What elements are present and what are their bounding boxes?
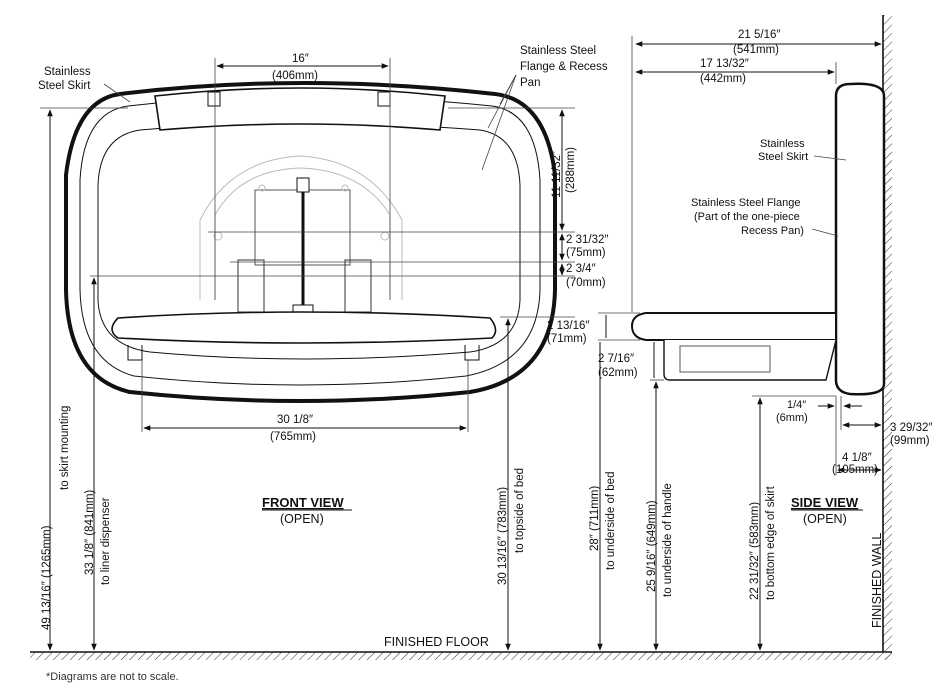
dim-top-in: 11 11/32″ <box>551 151 563 198</box>
front-callouts: Stainless Steel Skirt Stainless Steel Fl… <box>38 45 608 171</box>
side-flange-label-1: Stainless Steel Flange <box>691 197 800 209</box>
front-view-drawing <box>64 81 557 403</box>
dim-skirt-height-note: to skirt mounting <box>59 406 71 490</box>
dim-liner-height-note: to liner dispenser <box>100 497 112 585</box>
dim-topside-height: 30 13/16″ (783mm) <box>497 487 509 585</box>
dim-underside-handle-note: to underside of handle <box>662 483 674 597</box>
dim-depth-total-in: 21 5/16″ <box>738 29 780 41</box>
dim-depth-bed-in: 17 13/32″ <box>700 58 749 70</box>
dim-skirt-edge: 22 31/32″ (583mm) <box>749 502 761 600</box>
dim-bed-thick-mm: (71mm) <box>547 333 587 345</box>
dim-handle-mm: (62mm) <box>598 367 638 379</box>
dim-depth-total-mm: (541mm) <box>733 44 779 56</box>
side-dimensions: 21 5/16″ (541mm) 17 13/32″ (442mm) 2 13/… <box>547 29 932 651</box>
front-skirt-outline <box>64 81 557 403</box>
dim-recess2-in: 4 1/8″ <box>842 452 872 464</box>
dim-recess-in: 3 29/32″ <box>890 422 932 434</box>
front-flange-label-3: Pan <box>520 77 540 89</box>
side-flange-label-2: (Part of the one-piece <box>694 211 800 223</box>
dim-recess2-mm: (105mm) <box>832 464 878 476</box>
front-skirt-label-1: Stainless <box>44 66 91 78</box>
side-flange-label-3: Recess Pan) <box>741 225 804 237</box>
front-flange-label-2: Flange & Recess <box>520 61 608 73</box>
dim-bed-thick-in: 2 13/16″ <box>547 320 589 332</box>
dim-bed-width-mm: (765mm) <box>270 431 316 443</box>
dim-mid1-in: 2 31/32″ <box>566 234 608 246</box>
dim-mid1-mm: (75mm) <box>566 247 606 259</box>
side-recess-pan <box>663 339 837 381</box>
side-skirt-profile <box>834 82 886 396</box>
side-view-heading: SIDE VIEW <box>791 495 859 510</box>
dim-gap-in: 1/4″ <box>787 399 806 411</box>
front-view-heading: FRONT VIEW <box>262 495 344 510</box>
finished-wall-label: FINISHED WALL <box>870 533 884 628</box>
dim-width-mm: (406mm) <box>272 70 318 82</box>
bed-surface <box>111 311 497 344</box>
dim-underside-bed: 28″ (711mm) <box>589 486 601 551</box>
dim-mid2-in: 2 3/4″ <box>566 263 596 275</box>
front-view-title: FRONT VIEW (OPEN) <box>262 495 352 526</box>
dim-mid2-mm: (70mm) <box>566 277 606 289</box>
dim-underside-handle: 25 9/16″ (649mm) <box>646 500 658 592</box>
back-panel <box>214 167 391 300</box>
dim-recess-mm: (99mm) <box>890 435 930 447</box>
side-view-title: SIDE VIEW (OPEN) <box>791 495 863 526</box>
dim-top-mm: (288mm) <box>565 147 577 193</box>
finished-floor-label: FINISHED FLOOR <box>384 635 489 649</box>
side-view-subheading: (OPEN) <box>803 512 847 526</box>
dim-skirt-height: 49 13/16″ (1265mm) <box>41 525 53 630</box>
dim-depth-bed-mm: (442mm) <box>700 73 746 85</box>
front-flange-label-1: Stainless Steel <box>520 45 596 57</box>
dim-topside-height-note: to topside of bed <box>514 468 526 553</box>
liner-dispenser-lid <box>154 87 446 131</box>
dim-gap-mm: (6mm) <box>776 412 808 424</box>
dim-bed-width-in: 30 1/8″ <box>277 414 313 426</box>
dim-width-in: 16″ <box>292 53 309 65</box>
side-callouts: Stainless Steel Skirt Stainless Steel Fl… <box>691 138 847 237</box>
dim-underside-bed-note: to underside of bed <box>605 472 617 570</box>
dim-handle-in: 2 7/16″ <box>598 353 634 365</box>
side-skirt-label-1: Stainless <box>760 138 805 150</box>
side-view-drawing <box>630 82 886 396</box>
front-skirt-label-2: Steel Skirt <box>38 80 91 92</box>
side-bed-profile <box>630 312 837 341</box>
front-dimensions: 16″ (406mm) 30 1/8″ (765mm) 11 11/32″ (2… <box>40 53 608 651</box>
side-skirt-label-2: Steel Skirt <box>758 151 808 163</box>
dim-skirt-edge-note: to bottom edge of skirt <box>765 485 777 600</box>
finished-floor: FINISHED FLOOR <box>30 635 892 660</box>
front-view-subheading: (OPEN) <box>280 512 324 526</box>
footnote: *Diagrams are not to scale. <box>46 671 179 683</box>
dim-liner-height: 33 1/8″ (841mm) <box>84 490 96 575</box>
